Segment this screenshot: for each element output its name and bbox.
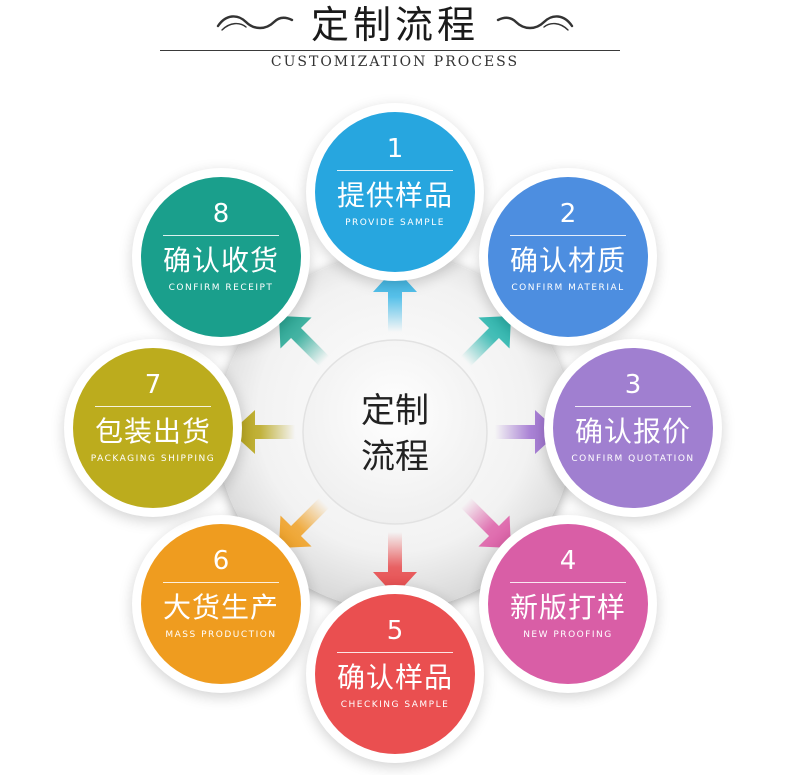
step-number: 5 [386,616,404,646]
step-6: 6 大货生产 MASS PRODUCTION [141,524,301,684]
arrow-to-step-3 [495,410,559,454]
left-swirl-ornament [216,15,294,31]
arrow-to-step-4 [460,497,511,548]
step-subtitle: CONFIRM MATERIAL [511,283,625,293]
step-divider [163,582,279,583]
step-4: 4 新版打样 NEW PROOFING [488,524,648,684]
step-number: 3 [624,370,642,400]
step-2: 2 确认材质 CONFIRM MATERIAL [488,177,648,337]
arrow-to-step-5 [373,532,417,596]
step-subtitle: MASS PRODUCTION [165,630,277,640]
step-title: 确认样品 [336,661,453,694]
step-title: 包装出货 [94,415,211,448]
arrows-group [231,268,559,596]
step-number: 8 [212,199,230,229]
step-subtitle: CONFIRM QUOTATION [571,454,695,464]
step-subtitle: CONFIRM RECEIPT [168,283,274,293]
arrow-to-step-7 [231,410,295,454]
step-divider [163,235,279,236]
step-title: 确认报价 [574,415,691,448]
step-number: 7 [144,370,162,400]
step-title: 提供样品 [336,179,453,212]
arrow-to-step-6 [279,497,330,548]
step-subtitle: PACKAGING SHIPPING [90,454,216,464]
step-number: 1 [386,134,404,164]
step-divider [510,582,626,583]
step-divider [575,406,691,407]
step-subtitle: CHECKING SAMPLE [340,700,450,710]
arrow-to-step-2 [460,316,511,367]
center-label-line2: 流程 [361,437,429,477]
step-divider [95,406,211,407]
center-label-line1: 定制 [361,391,429,431]
step-divider [510,235,626,236]
title-divider [160,50,620,51]
step-subtitle: NEW PROOFING [523,630,613,640]
step-7: 7 包装出货 PACKAGING SHIPPING [73,348,233,508]
page-title: 定制流程 [310,3,479,47]
step-divider [337,652,453,653]
step-3: 3 确认报价 CONFIRM QUOTATION [553,348,713,508]
step-title: 大货生产 [162,591,279,624]
right-swirl-ornament [496,15,574,31]
header: 定制流程 CUSTOMIZATION PROCESS [0,0,790,80]
step-subtitle: PROVIDE SAMPLE [345,218,445,228]
step-number: 2 [559,199,577,229]
page-subtitle: CUSTOMIZATION PROCESS [270,54,520,70]
step-title: 确认收货 [162,244,279,277]
arrow-to-step-1 [373,268,417,332]
inner-ring [302,339,488,525]
step-1: 1 提供样品 PROVIDE SAMPLE [315,112,475,272]
arrow-to-step-8 [279,316,330,367]
step-number: 4 [559,546,577,576]
center-label: 定制 流程 [335,388,455,480]
step-5: 5 确认样品 CHECKING SAMPLE [315,594,475,754]
step-number: 6 [212,546,230,576]
step-8: 8 确认收货 CONFIRM RECEIPT [141,177,301,337]
step-title: 确认材质 [509,244,626,277]
step-title: 新版打样 [509,591,626,624]
step-divider [337,170,453,171]
